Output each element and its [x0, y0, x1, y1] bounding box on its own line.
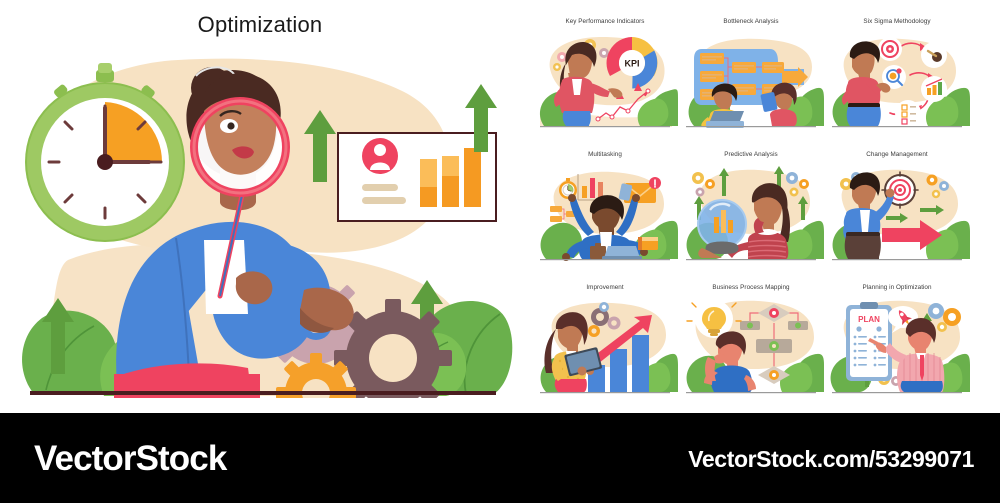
panel-artwork: PLAN [824, 295, 970, 408]
vectorstock-logo: VectorStock [34, 439, 227, 478]
panel-title: Predictive Analysis [724, 151, 778, 158]
panel-title: Bottleneck Analysis [723, 18, 779, 25]
panel-title: Multitasking [588, 151, 622, 158]
panel-title: Change Management [866, 151, 928, 158]
panel-grid: Key Performance Indicators [530, 18, 992, 403]
ground-line [30, 391, 496, 395]
panel-artwork [532, 295, 678, 408]
hero-illustration [8, 46, 516, 398]
svg-text:PLAN: PLAN [858, 315, 880, 324]
panel-six-sigma-methodology[interactable]: Six Sigma Methodology [824, 18, 970, 142]
panel-artwork: KPI [532, 29, 678, 142]
panel-title: Six Sigma Methodology [863, 18, 931, 25]
panel-title: Business Process Mapping [712, 284, 790, 291]
svg-text:KPI: KPI [624, 59, 639, 69]
panel-artwork [532, 162, 678, 275]
stopwatch [25, 63, 185, 242]
panel-change-management[interactable]: Change Management [824, 151, 970, 275]
panel-artwork [824, 29, 970, 142]
hero-character [114, 66, 354, 398]
panel-title: Key Performance Indicators [565, 18, 645, 25]
panel-artwork [678, 29, 824, 142]
panel-title: Planning in Optimization [862, 284, 932, 291]
panel-artwork [678, 295, 824, 408]
panel-key-performance-indicators[interactable]: Key Performance Indicators [532, 18, 678, 142]
page-title: Optimization [197, 12, 323, 37]
analytics-board [337, 132, 497, 222]
panel-planning-in-optimization[interactable]: Planning in Optimization [824, 284, 970, 408]
vectorstock-url: VectorStock.com/53299071 [688, 446, 974, 472]
panel-artwork [678, 162, 824, 275]
panel-title: Improvement [586, 284, 624, 291]
panel-improvement[interactable]: Improvement [532, 284, 678, 408]
panel-artwork [824, 162, 970, 275]
watermark-footer: VectorStock VectorStock.com/53299071 [0, 413, 1000, 503]
panel-predictive-analysis[interactable]: Predictive Analysis [678, 151, 824, 275]
panel-business-process-mapping[interactable]: Business Process Mapping [678, 284, 824, 408]
panel-bottleneck-analysis[interactable]: Bottleneck Analysis [678, 18, 824, 142]
panel-multitasking[interactable]: Multitasking [532, 151, 678, 275]
